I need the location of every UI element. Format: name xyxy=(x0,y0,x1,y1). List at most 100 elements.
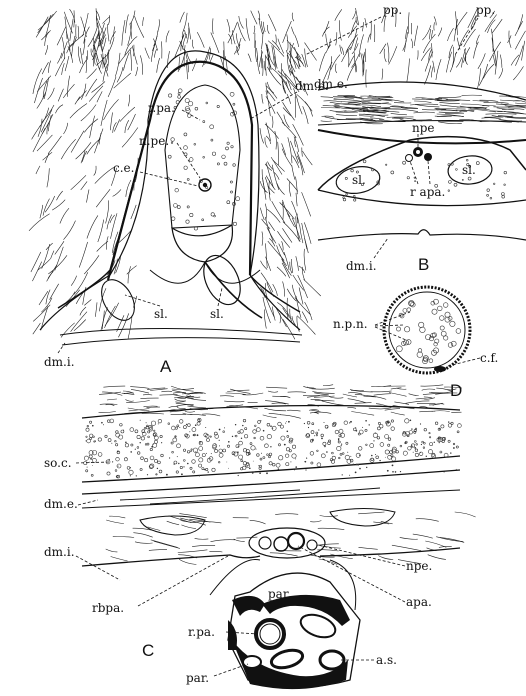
cell-dot xyxy=(287,435,289,437)
fiber-stroke xyxy=(78,90,87,100)
cell-dot xyxy=(184,153,187,156)
cell-dot xyxy=(217,163,219,165)
cell-dot xyxy=(183,460,185,462)
fiber-stroke xyxy=(365,18,367,27)
fiber-stroke xyxy=(439,97,462,98)
fiber-stroke xyxy=(179,559,196,564)
fiber-stroke xyxy=(107,215,112,230)
cell-dot xyxy=(110,419,114,423)
fiber-stroke xyxy=(71,312,87,332)
fiber-stroke xyxy=(414,112,435,113)
cell-dot xyxy=(241,460,243,462)
fiber-stroke xyxy=(268,14,276,31)
label-ce-a: c.e. xyxy=(113,161,134,175)
label-rapa-b: r apa. xyxy=(410,185,445,199)
cell-dot xyxy=(391,420,393,422)
fiber-stroke xyxy=(352,11,356,19)
fiber-stroke xyxy=(292,201,300,225)
cell-dot xyxy=(129,470,133,474)
fiber-stroke xyxy=(265,217,273,241)
fiber-stroke xyxy=(495,51,498,75)
fiber-stroke xyxy=(65,56,69,71)
cell-dot xyxy=(286,448,289,451)
fiber-stroke xyxy=(342,47,351,62)
cell-dot xyxy=(278,422,282,426)
cell-dot xyxy=(347,452,348,453)
label-pp-b: pp. xyxy=(476,3,495,17)
label-par-c1: par xyxy=(268,587,289,601)
fiber-stroke xyxy=(310,413,319,415)
cell-dot xyxy=(215,449,218,452)
fiber-stroke xyxy=(305,238,309,253)
fiber-stroke xyxy=(84,300,91,306)
fiber-stroke xyxy=(356,8,359,25)
fiber-stroke xyxy=(209,48,211,59)
cell-dot xyxy=(199,458,203,462)
fiber-stroke xyxy=(266,297,275,318)
cell-dot xyxy=(270,446,271,447)
fiber-stroke xyxy=(348,399,367,403)
cell-dot xyxy=(137,452,140,455)
fiber-stroke xyxy=(359,34,363,57)
fiber-stroke xyxy=(187,28,189,44)
cell-dot xyxy=(331,460,334,463)
cell-dot xyxy=(385,457,386,458)
fiber-stroke xyxy=(290,43,291,64)
fiber-stroke xyxy=(411,23,412,34)
fiber-stroke xyxy=(113,189,121,196)
cell-dot xyxy=(395,471,397,473)
fiber-stroke xyxy=(355,403,372,404)
fiber-stroke xyxy=(71,276,76,286)
cell-dot xyxy=(284,444,286,446)
cell-dot xyxy=(404,327,409,332)
cell-dot xyxy=(212,468,215,471)
fiber-stroke xyxy=(260,208,264,220)
cell-dot xyxy=(251,446,255,450)
fiber-stroke xyxy=(262,58,263,76)
fiber-stroke xyxy=(374,394,391,396)
cell-dot xyxy=(178,463,179,464)
cell-dot xyxy=(458,424,462,428)
fiber-stroke xyxy=(69,34,84,46)
cell-dot xyxy=(410,420,412,422)
cell-dot xyxy=(92,425,94,427)
fiber-stroke xyxy=(459,30,468,47)
cell-dot xyxy=(208,471,209,472)
fiber-stroke xyxy=(302,192,311,216)
cell-dot xyxy=(365,429,367,431)
fiber-stroke xyxy=(42,114,53,134)
fiber-stroke xyxy=(122,393,135,395)
cell-dot xyxy=(190,451,191,452)
fiber-stroke xyxy=(55,58,65,77)
fiber-stroke xyxy=(296,296,301,318)
cell-dot xyxy=(189,158,193,162)
fiber-stroke xyxy=(264,408,286,411)
cell-dot xyxy=(456,329,461,334)
cell-dot xyxy=(263,457,265,459)
panel-letter-a: A xyxy=(160,357,172,376)
cell-dot xyxy=(238,446,239,447)
cell-dot xyxy=(168,423,170,425)
cell-dot xyxy=(115,440,117,442)
cell-dot xyxy=(179,420,183,424)
fiber-stroke xyxy=(282,202,283,220)
cell-dot xyxy=(490,197,492,199)
cell-dot xyxy=(90,438,92,440)
cell-dot xyxy=(189,431,190,432)
label-dme-c: dm.e. xyxy=(44,497,78,511)
panel-b: pp. dm.e. npe sl. sl. r apa. dm.i. B xyxy=(314,3,526,274)
cell-dot xyxy=(150,456,154,460)
fiber-stroke xyxy=(323,105,340,106)
cell-dot xyxy=(362,427,363,428)
fiber-stroke xyxy=(269,413,281,414)
cell-dot xyxy=(174,463,175,464)
fiber-stroke xyxy=(356,105,381,107)
cell-dot xyxy=(448,424,452,428)
cell-dot xyxy=(195,107,198,110)
cell-dot xyxy=(438,306,443,311)
panel-letter-d: D xyxy=(450,381,462,400)
fiber-stroke xyxy=(70,104,87,119)
cell-dot xyxy=(375,433,376,434)
fiber-stroke xyxy=(101,100,107,126)
